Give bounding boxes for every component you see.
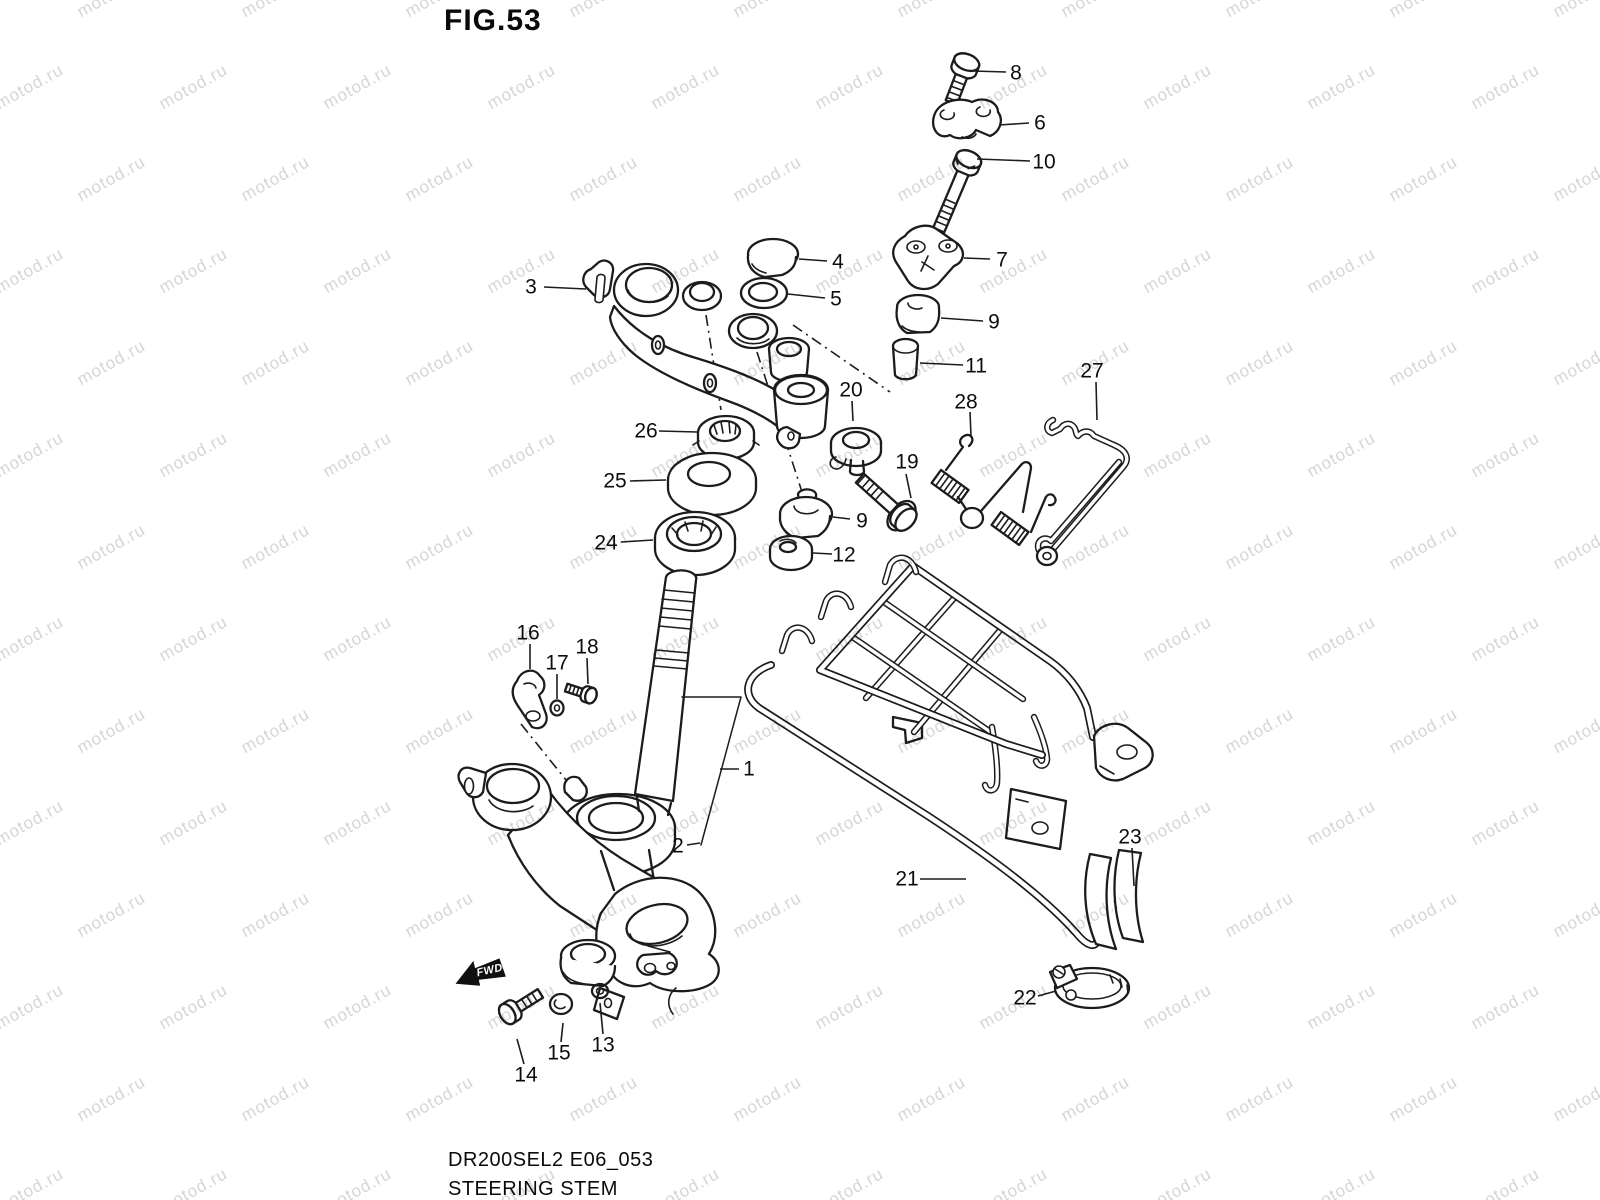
svg-text:23: 23: [1118, 826, 1141, 849]
svg-text:5: 5: [830, 288, 842, 311]
svg-text:24: 24: [594, 532, 618, 555]
svg-text:7: 7: [996, 249, 1008, 272]
mount-rubber-9-middle: [778, 488, 834, 540]
callout-1: 1: [720, 758, 755, 781]
svg-text:21: 21: [895, 868, 918, 891]
svg-text:17: 17: [545, 652, 568, 675]
callout-21: 21: [895, 868, 966, 891]
svg-text:19: 19: [895, 451, 918, 474]
nut-12: [768, 534, 814, 572]
svg-text:14: 14: [514, 1064, 538, 1087]
svg-text:25: 25: [603, 470, 626, 493]
washer-17: [549, 699, 565, 717]
svg-text:28: 28: [954, 391, 977, 414]
callout-3: 3: [525, 276, 587, 299]
svg-text:12: 12: [832, 544, 855, 567]
flange-bolt-19: [854, 472, 918, 532]
callout-12: 12: [812, 544, 856, 567]
callout-24: 24: [594, 532, 654, 555]
svg-text:15: 15: [547, 1042, 570, 1065]
svg-text:6: 6: [1034, 112, 1046, 135]
callout-19: 19: [895, 451, 919, 499]
svg-text:18: 18: [575, 636, 598, 659]
callout-27: 27: [1080, 360, 1104, 421]
figure-title: FIG.53: [444, 4, 542, 37]
mount-rubber-9-upper: [895, 293, 941, 335]
svg-text:16: 16: [516, 622, 539, 645]
washer-15: [548, 992, 574, 1016]
callout-15: 15: [547, 1022, 571, 1065]
figure-name: STEERING STEM: [448, 1178, 618, 1200]
svg-text:11: 11: [965, 355, 987, 378]
stopper-bracket-16: [511, 669, 548, 730]
callout-4: 4: [798, 251, 844, 274]
bolt-14: [497, 988, 545, 1026]
steering-stem-shaft-1: [633, 569, 698, 803]
callout-14: 14: [514, 1038, 538, 1087]
carrier-sleeve-23: [1084, 848, 1145, 951]
upper-steering-bearing-24: [653, 510, 737, 577]
model-code: DR200SEL2 E06_053: [448, 1149, 654, 1171]
callout-28: 28: [954, 391, 978, 437]
wire-stay-27: [1037, 420, 1127, 567]
svg-text:13: 13: [591, 1034, 614, 1057]
callout-6: 6: [998, 112, 1046, 135]
callout-8: 8: [972, 62, 1022, 85]
callout-22: 22: [1013, 987, 1057, 1010]
lower-triple-clamp: [457, 762, 720, 1021]
svg-text:20: 20: [839, 379, 862, 402]
callout-25: 25: [603, 470, 667, 493]
handlebar-clamp-6: [931, 98, 1002, 140]
svg-text:27: 27: [1080, 360, 1103, 383]
svg-text:2: 2: [672, 835, 684, 858]
svg-text:4: 4: [832, 251, 844, 274]
front-carrier-21: [748, 558, 1154, 945]
callout-9: 9: [832, 510, 868, 533]
svg-text:3: 3: [525, 276, 537, 299]
clamp-bolt-8: [944, 52, 981, 106]
head-cap-4: [746, 237, 800, 279]
figure-footer: DR200SEL2 E06_053 STEERING STEM: [448, 1146, 653, 1200]
callout-10: 10: [976, 151, 1056, 174]
callout-5: 5: [787, 288, 842, 311]
spacer-11: [891, 337, 920, 381]
callout-23: 23: [1118, 826, 1142, 887]
callout-18: 18: [575, 636, 599, 685]
fwd-label: FWD: [475, 962, 504, 980]
svg-text:10: 10: [1032, 151, 1055, 174]
callout-7: 7: [963, 249, 1008, 272]
upper-triple-clamp-3: [582, 259, 830, 450]
callout-16: 16: [516, 622, 540, 669]
part1-bracket-line: [681, 696, 742, 846]
callout-17: 17: [545, 652, 569, 699]
callout-11: 11: [919, 355, 987, 378]
hose-clamp-22: [1048, 963, 1131, 1010]
handlebar-holder-7: [892, 224, 965, 291]
head-washer-5: [739, 276, 789, 310]
callout-2: 2: [672, 835, 701, 858]
spring-hooks-28: [930, 433, 1057, 547]
callout-9: 9: [940, 311, 1000, 334]
svg-text:26: 26: [634, 420, 657, 443]
callout-13: 13: [591, 1002, 615, 1057]
svg-text:9: 9: [988, 311, 1000, 334]
callout-20: 20: [839, 379, 863, 422]
bolt-18: [563, 682, 598, 705]
svg-text:1: 1: [743, 758, 755, 781]
svg-text:8: 8: [1010, 62, 1022, 85]
fwd-arrow: FWD: [455, 958, 506, 986]
grommet-13: [559, 938, 617, 1000]
bearing-cup-20: [829, 426, 883, 477]
dust-seal-25: [666, 451, 758, 517]
clamp-bolt-10: [932, 149, 983, 234]
svg-text:9: 9: [856, 510, 868, 533]
svg-text:22: 22: [1013, 987, 1036, 1010]
callout-26: 26: [634, 420, 698, 443]
